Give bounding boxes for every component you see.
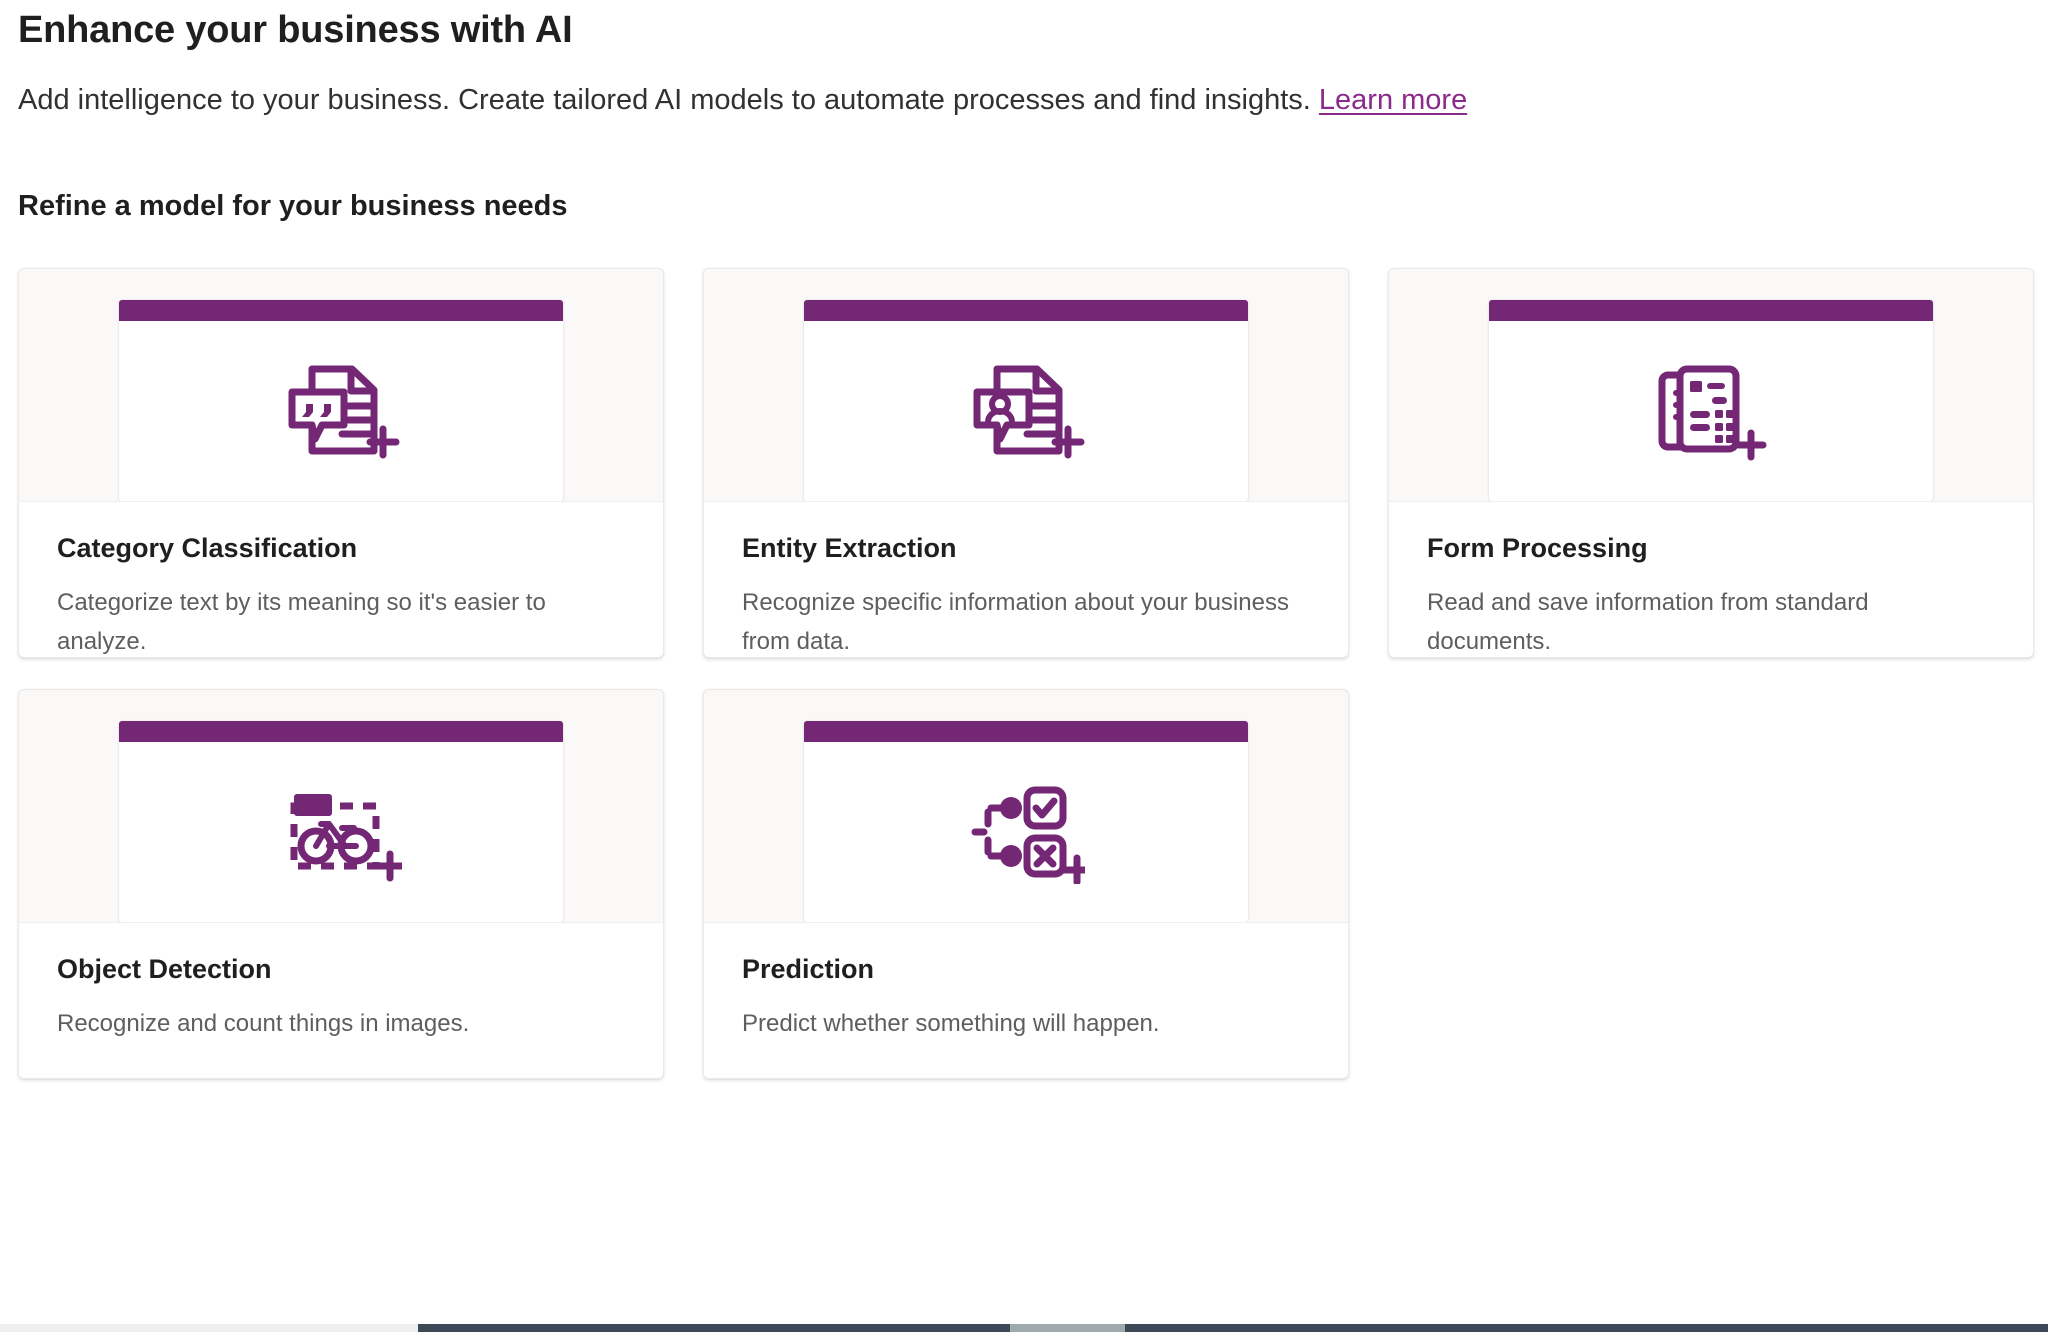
- card-thumbnail: [1489, 300, 1933, 501]
- card-description: Read and save information from standard …: [1427, 589, 1869, 655]
- model-card-form-processing[interactable]: Form Processing Read and save informatio…: [1388, 268, 2034, 658]
- card-description: Predict whether something will happen.: [742, 1010, 1160, 1037]
- card-text: Category Classification Categorize text …: [19, 501, 663, 657]
- document-chat-add-icon: [288, 365, 400, 459]
- decision-tree-checkbox-add-icon: [971, 786, 1085, 884]
- thumbnail-accent-bar: [804, 721, 1248, 742]
- scrollbar-thumb[interactable]: [418, 1324, 2048, 1332]
- thumbnail-body: [119, 742, 563, 922]
- card-visual: [19, 269, 663, 501]
- card-description: Categorize text by its meaning so it's e…: [57, 589, 546, 655]
- document-person-add-icon: [973, 365, 1085, 459]
- thumbnail-accent-bar: [1489, 300, 1933, 321]
- thumbnail-accent-bar: [119, 300, 563, 321]
- card-text: Object Detection Recognize and count thi…: [19, 922, 663, 1078]
- card-thumbnail: [119, 721, 563, 922]
- page-subtitle: Add intelligence to your business. Creat…: [18, 80, 2048, 120]
- horizontal-scrollbar[interactable]: [0, 1319, 2048, 1332]
- card-thumbnail: [119, 300, 563, 501]
- thumbnail-body: [119, 321, 563, 501]
- card-visual: [704, 690, 1348, 922]
- card-title: Form Processing: [1427, 533, 1648, 563]
- card-text: Prediction Predict whether something wil…: [704, 922, 1348, 1078]
- thumbnail-body: [804, 742, 1248, 922]
- thumbnail-body: [804, 321, 1248, 501]
- card-title: Entity Extraction: [742, 533, 957, 563]
- model-card-object-detection[interactable]: Object Detection Recognize and count thi…: [18, 689, 664, 1079]
- card-description: Recognize and count things in images.: [57, 1010, 470, 1037]
- card-thumbnail: [804, 721, 1248, 922]
- card-visual: [1389, 269, 2033, 501]
- bicycle-bounding-box-add-icon: [290, 794, 402, 882]
- card-title: Prediction: [742, 954, 875, 984]
- card-text: Entity Extraction Recognize specific inf…: [704, 501, 1348, 657]
- section-heading: Refine a model for your business needs: [18, 190, 568, 222]
- model-card-grid: Category Classification Categorize text …: [18, 268, 2040, 1079]
- form-documents-add-icon: [1658, 365, 1767, 461]
- card-title: Category Classification: [57, 533, 358, 563]
- learn-more-link[interactable]: Learn more: [1318, 84, 1468, 116]
- card-text: Form Processing Read and save informatio…: [1389, 501, 2033, 657]
- model-card-entity-extraction[interactable]: Entity Extraction Recognize specific inf…: [703, 268, 1349, 658]
- thumbnail-body: [1489, 321, 1933, 501]
- thumbnail-accent-bar: [119, 721, 563, 742]
- card-visual: [19, 690, 663, 922]
- model-card-prediction[interactable]: Prediction Predict whether something wil…: [703, 689, 1349, 1079]
- scrollbar-thumb-highlight[interactable]: [1010, 1324, 1125, 1332]
- card-description: Recognize specific information about you…: [742, 589, 1289, 655]
- page-subtitle-text: Add intelligence to your business. Creat…: [18, 84, 1311, 116]
- card-thumbnail: [804, 300, 1248, 501]
- thumbnail-accent-bar: [804, 300, 1248, 321]
- card-visual: [704, 269, 1348, 501]
- model-card-category-classification[interactable]: Category Classification Categorize text …: [18, 268, 664, 658]
- card-title: Object Detection: [57, 954, 272, 984]
- page-title: Enhance your business with AI: [18, 9, 573, 51]
